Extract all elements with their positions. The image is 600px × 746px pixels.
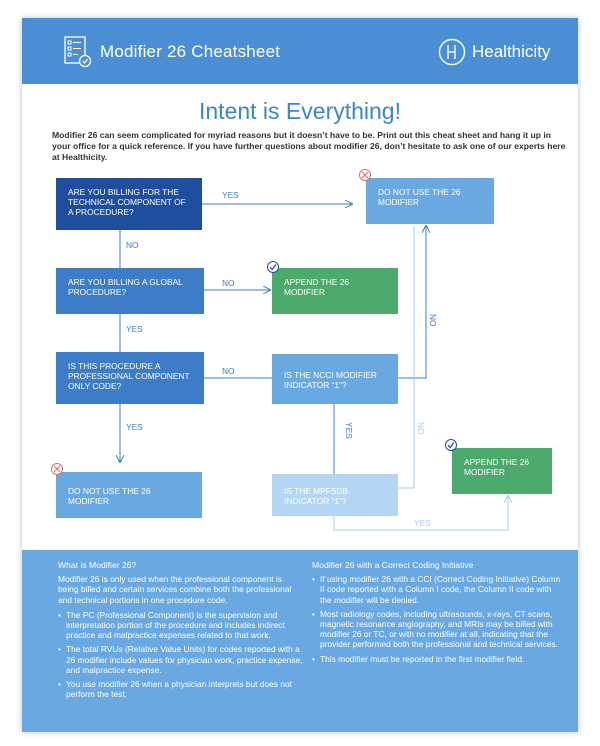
result-append-right: Append the 26 modifier [452, 448, 552, 494]
list-item: If using modifier 26 with a CCI (Correct… [312, 574, 562, 605]
list-item: This modifier must be reported in the fi… [312, 654, 562, 664]
cheatsheet-page: Modifier 26 Cheatsheet Healthicity Inten… [22, 18, 578, 732]
label-yes: YES [222, 190, 239, 200]
label-no-rotated: NO [428, 314, 438, 327]
healthicity-logo-icon [438, 38, 466, 66]
question-ncci-indicator: Is the NCCI modifier indicator “1”? [272, 354, 398, 404]
label-yes: YES [126, 422, 143, 432]
header-title: Modifier 26 Cheatsheet [100, 42, 281, 61]
checklist-document-icon [64, 36, 92, 68]
result-do-not-use-bottom: Do not use the 26 modifier [56, 472, 202, 518]
cci-column: Modifier 26 with a Correct Coding Initia… [312, 560, 562, 668]
label-yes-faint: YES [414, 518, 431, 528]
cci-bullets: If using modifier 26 with a CCI (Correct… [312, 574, 562, 664]
what-is-modifier-column: What is Modifier 26? Modifier 26 is only… [58, 560, 304, 703]
checkmark-circle-icon [267, 261, 279, 273]
arrow-mpfsdb-yes [333, 496, 508, 531]
cci-heading: Modifier 26 with a Correct Coding Initia… [312, 560, 474, 570]
question-global-procedure: Are you billing a global procedure? [56, 268, 204, 314]
intro-paragraph: Modifier 26 can seem complicated for myr… [52, 130, 566, 163]
flowchart-connectors [22, 18, 578, 531]
label-no: NO [222, 366, 235, 376]
header-bar: Modifier 26 Cheatsheet Healthicity [22, 18, 578, 84]
what-is-paragraph: Modifier 26 is only used when the profes… [58, 574, 292, 605]
checkmark-circle-icon [445, 439, 457, 451]
arrow-ncci-no [398, 226, 426, 379]
result-append-middle: Append the 26 modifier [272, 268, 398, 314]
info-panel: What is Modifier 26? Modifier 26 is only… [22, 550, 578, 732]
prohibited-icon [51, 463, 63, 475]
label-no-rotated-faint: NO [416, 422, 426, 435]
prohibited-icon [359, 169, 371, 181]
label-yes: YES [126, 324, 143, 334]
what-is-bullets: The PC (Professional Component) is the s… [58, 610, 304, 700]
page-headline: Intent is Everything! [199, 98, 401, 124]
list-item: The PC (Professional Component) is the s… [58, 610, 304, 641]
list-item: You use modifier 26 when a physician int… [58, 679, 304, 699]
list-item: The total RVUs (Relative Value Units) fo… [58, 644, 304, 675]
question-professional-only-code: Is this procedure a professional compone… [56, 352, 204, 404]
logo-text: Healthicity [472, 42, 551, 61]
label-no: NO [126, 240, 139, 250]
list-item: Most radiology codes, including ultrasou… [312, 609, 562, 650]
arrow-mpfsdb-no [398, 226, 415, 489]
label-yes-rotated: YES [344, 422, 354, 439]
what-is-heading: What is Modifier 26? [58, 560, 137, 570]
question-mpfsdb-indicator: Is the MPFSDB indicator “1”? [272, 474, 398, 516]
result-do-not-use-top: Do not use the 26 modifier [366, 178, 494, 224]
label-no: NO [222, 278, 235, 288]
question-technical-component: Are you billing for the technical compon… [56, 178, 202, 230]
